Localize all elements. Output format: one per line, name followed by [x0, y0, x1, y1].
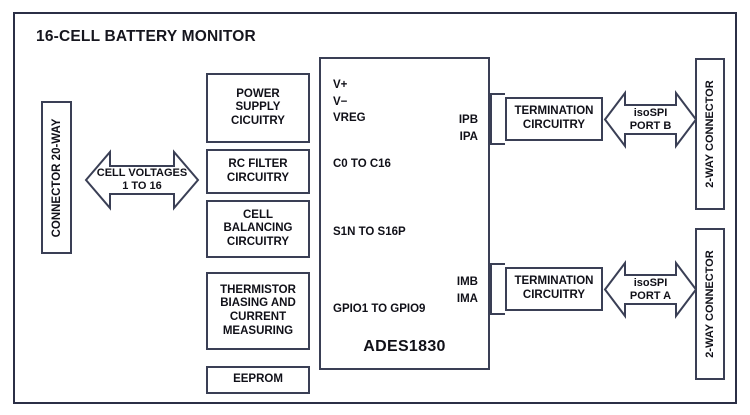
cell-voltages-arrow: CELL VOLTAGES 1 TO 16 — [84, 144, 200, 216]
port-b-2way-connector-label: 2-WAY CONNECTOR — [704, 80, 716, 188]
ades1830-ic-block: V+ V− VREG C0 TO C16 S1N TO S16P GPIO1 T… — [319, 57, 490, 370]
ic-port-b-pins-label: IPB IPA — [458, 114, 478, 143]
eeprom-block: EEPROM — [206, 366, 310, 394]
power-supply-label: POWER SUPPLY CICUITRY — [231, 87, 285, 127]
port-b-termination-block: TERMINATION CIRCUITRY — [505, 97, 603, 141]
page-title: 16-CELL BATTERY MONITOR — [36, 28, 256, 45]
ic-gpio-pins-label: GPIO1 TO GPIO9 — [333, 303, 426, 315]
cell-balancing-block: CELL BALANCING CIRCUITRY — [206, 200, 310, 258]
rc-filter-label: RC FILTER CIRCUITRY — [226, 157, 290, 184]
port-a-termination-label: TERMINATION CIRCUITRY — [514, 275, 594, 301]
ic-cell-pins-label: C0 TO C16 — [333, 158, 391, 170]
port-a-2way-connector-block: 2-WAY CONNECTOR — [695, 228, 725, 380]
isospi-port-b-arrow: isoSPI PORT B — [603, 89, 698, 150]
ic-supply-pins-label: V+ V− VREG — [333, 79, 366, 125]
connector-20-way-block: CONNECTOR 20-WAY — [41, 101, 72, 254]
power-supply-block: POWER SUPPLY CICUITRY — [206, 73, 310, 143]
rc-filter-block: RC FILTER CIRCUITRY — [206, 149, 310, 194]
ic-port-a-pins-label: IMB IMA — [456, 276, 478, 305]
cell-balancing-label: CELL BALANCING CIRCUITRY — [223, 208, 293, 248]
port-b-termination-label: TERMINATION CIRCUITRY — [514, 105, 594, 131]
port-b-2way-connector-block: 2-WAY CONNECTOR — [695, 58, 725, 210]
isospi-port-a-arrow: isoSPI PORT A — [603, 259, 698, 320]
eeprom-label: EEPROM — [233, 373, 283, 386]
port-a-pin-bracket — [489, 263, 507, 315]
connector-20-way-label: CONNECTOR 20-WAY — [50, 118, 63, 237]
thermistor-label: THERMISTOR BIASING AND CURRENT MEASURING — [220, 283, 296, 337]
port-b-pin-bracket — [489, 93, 507, 145]
port-a-2way-connector-label: 2-WAY CONNECTOR — [704, 250, 716, 358]
thermistor-block: THERMISTOR BIASING AND CURRENT MEASURING — [206, 272, 310, 350]
ic-part-number-label: ADES1830 — [363, 338, 446, 355]
port-a-termination-block: TERMINATION CIRCUITRY — [505, 267, 603, 311]
ic-balance-pins-label: S1N TO S16P — [333, 226, 406, 238]
